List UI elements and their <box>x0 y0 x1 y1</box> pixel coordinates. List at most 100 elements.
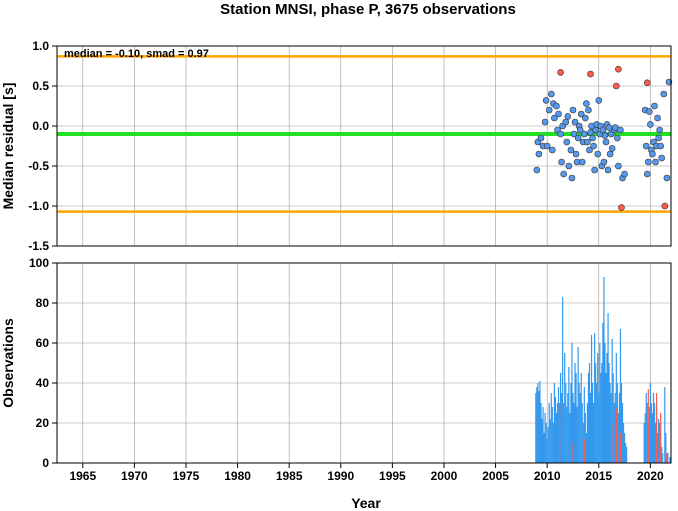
observation-bar <box>556 403 559 463</box>
observations-y-axis-label: Observations <box>0 318 16 408</box>
residual-point <box>547 90 555 98</box>
residual-point <box>585 106 592 114</box>
residual-point <box>590 142 597 150</box>
residual-point <box>614 134 621 142</box>
observation-bar <box>599 343 601 463</box>
residual-point <box>572 150 580 158</box>
observation-bar <box>624 443 627 463</box>
residual-point <box>647 121 654 128</box>
x-tick-label: 2010 <box>534 469 561 483</box>
residual-point <box>535 150 543 158</box>
residual-point <box>600 158 608 166</box>
residual-point <box>583 100 590 107</box>
residual-point <box>574 134 582 142</box>
x-tick-label: 1970 <box>121 469 148 483</box>
observation-bar <box>578 383 580 463</box>
residual-point <box>615 65 622 73</box>
residual-point <box>663 174 671 182</box>
observation-bar <box>658 419 660 463</box>
residual-point <box>563 138 571 146</box>
residual-point <box>595 97 603 104</box>
observation-bar <box>566 407 568 463</box>
observation-bar <box>540 403 542 463</box>
observation-bar <box>549 419 551 463</box>
residual-point <box>562 118 570 126</box>
observation-bar <box>577 347 579 463</box>
observation-bar <box>612 373 614 463</box>
residual-point <box>649 150 656 158</box>
observation-bar <box>648 407 650 463</box>
residual-point <box>599 126 607 134</box>
observation-bar <box>646 403 648 463</box>
observation-bar <box>651 413 654 463</box>
residual-point <box>582 114 589 122</box>
observation-bar <box>571 343 573 463</box>
residual-points <box>533 65 673 211</box>
residual-point <box>656 126 663 134</box>
observation-bar <box>615 409 617 463</box>
observation-bar <box>553 383 555 463</box>
x-tick-label: 2000 <box>431 469 458 483</box>
observation-bar <box>585 433 587 463</box>
observation-bar <box>570 383 572 463</box>
observation-bar <box>645 393 647 463</box>
residual-point <box>587 70 594 78</box>
observation-bar <box>626 447 628 463</box>
residual-point <box>642 142 650 150</box>
observation-bar <box>583 439 585 463</box>
observation-bar <box>586 403 589 463</box>
residual-point <box>557 130 564 138</box>
residual-point <box>661 202 669 210</box>
residual-point <box>618 204 625 211</box>
observation-bar <box>537 383 539 463</box>
residual-point <box>570 130 578 138</box>
observation-bar <box>593 403 595 463</box>
observation-bar <box>589 393 592 463</box>
chart-title: Station MNSI, phase P, 3675 observations <box>220 1 516 18</box>
observation-bar <box>574 363 576 463</box>
observation-bar <box>555 413 558 463</box>
residual-point <box>564 113 572 120</box>
observation-bar <box>548 403 550 463</box>
residual-point <box>655 134 662 142</box>
observation-bar <box>596 383 598 463</box>
observation-bar <box>587 373 590 463</box>
observation-bar <box>535 393 537 463</box>
observation-bar <box>655 393 658 463</box>
x-tick-label: 1965 <box>69 469 96 483</box>
residual-point <box>537 134 545 142</box>
y-tick-label: 1.0 <box>32 39 49 53</box>
observation-bar <box>552 423 554 463</box>
observation-bar <box>607 313 609 463</box>
observation-bar <box>568 367 570 463</box>
y-tick-label: -1.0 <box>28 199 49 213</box>
observation-bar <box>669 457 671 463</box>
median-smad-annotation: median = -0.10, smad = 0.97 <box>64 48 209 60</box>
observation-bar <box>597 353 599 463</box>
observation-bar <box>595 363 597 463</box>
residual-point <box>577 110 585 118</box>
observation-bar <box>565 383 567 463</box>
observation-bar <box>611 339 613 463</box>
observation-bar <box>652 393 655 463</box>
observation-bar <box>656 433 659 463</box>
observation-bar <box>588 363 591 463</box>
observation-bar <box>661 447 663 463</box>
y-tick-label: 0 <box>42 456 49 470</box>
residual-point <box>665 78 673 86</box>
residual-point <box>558 158 565 166</box>
observation-bar <box>569 413 571 463</box>
observation-bar <box>594 333 596 463</box>
observation-bar <box>547 427 549 463</box>
observation-bar <box>602 323 604 463</box>
x-tick-label: 1995 <box>379 469 406 483</box>
x-tick-label: 1980 <box>224 469 251 483</box>
observation-bar <box>541 419 543 463</box>
residual-point <box>621 170 628 178</box>
observation-bar <box>615 353 617 463</box>
observation-bar <box>557 387 560 463</box>
threshold-lines <box>57 55 671 213</box>
residual-point <box>613 82 620 90</box>
observation-bar <box>558 403 561 463</box>
observation-bar <box>562 297 564 463</box>
